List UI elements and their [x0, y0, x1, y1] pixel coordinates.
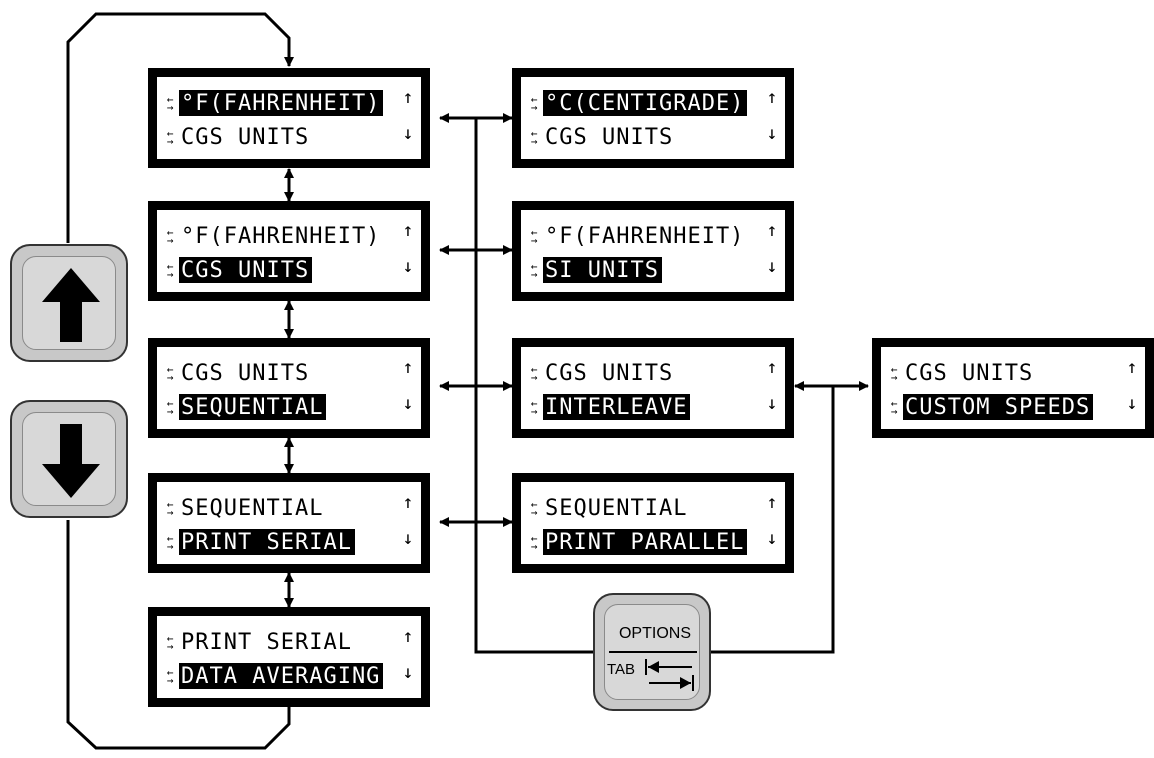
display-sequential: ←→ CGS UNITS ←→SEQUENTIAL ↑↓ — [148, 338, 430, 438]
scroll-arrows-icon: ↑↓ — [766, 357, 778, 414]
display-line-2: CUSTOM SPEEDS — [903, 394, 1094, 420]
selector-arrows-icon: ←→ — [166, 226, 174, 247]
display-line-1: CGS UNITS — [905, 361, 1034, 386]
scroll-arrows-icon: ↑↓ — [402, 492, 414, 549]
display-line-1: PRINT SERIAL — [181, 630, 352, 655]
display-line-2: CGS UNITS — [179, 257, 313, 283]
selector-arrows-icon: ←→ — [890, 397, 898, 418]
selector-arrows-icon: ←→ — [530, 93, 538, 114]
display-line-2: SEQUENTIAL — [179, 394, 327, 420]
display-data-averaging: ←→ PRINT SERIAL ←→DATA AVERAGING ↑↓ — [148, 607, 430, 707]
display-print-parallel: ←→ SEQUENTIAL ←→PRINT PARALLEL ↑↓ — [512, 473, 794, 573]
scroll-arrows-icon: ↑↓ — [766, 220, 778, 277]
scroll-arrows-icon: ↑↓ — [402, 87, 414, 144]
display-line-1: CGS UNITS — [181, 361, 310, 386]
selector-arrows-icon: ←→ — [166, 363, 174, 384]
tab-label: TAB — [607, 661, 636, 678]
scroll-arrows-icon: ↑↓ — [402, 357, 414, 414]
selector-arrows-icon: ←→ — [530, 127, 538, 148]
selector-arrows-icon: ←→ — [166, 260, 174, 281]
down-button[interactable] — [10, 400, 128, 518]
selector-arrows-icon: ←→ — [530, 532, 538, 553]
selector-arrows-icon: ←→ — [166, 632, 174, 653]
arrow-up-icon — [42, 268, 100, 342]
display-si-units: ←→ °F(FAHRENHEIT) ←→SI UNITS ↑↓ — [512, 201, 794, 301]
display-centigrade: ←→°C(CENTIGRADE) ←→ CGS UNITS ↑↓ — [512, 68, 794, 168]
selector-arrows-icon: ←→ — [530, 260, 538, 281]
options-tab-button[interactable]: OPTIONS TAB — [593, 593, 711, 711]
display-print-serial: ←→ SEQUENTIAL ←→PRINT SERIAL ↑↓ — [148, 473, 430, 573]
display-interleave: ←→ CGS UNITS ←→INTERLEAVE ↑↓ — [512, 338, 794, 438]
options-bus-right — [709, 386, 835, 654]
arrow-down-icon — [42, 424, 100, 498]
scroll-arrows-icon: ↑↓ — [402, 220, 414, 277]
options-bus-left — [474, 118, 595, 654]
scroll-arrows-icon: ↑↓ — [766, 492, 778, 549]
up-loop-line — [66, 12, 294, 243]
display-line-2: CGS UNITS — [545, 125, 674, 150]
display-line-2: PRINT PARALLEL — [543, 529, 748, 555]
display-line-1: °F(FAHRENHEIT) — [181, 224, 381, 249]
display-line-2: DATA AVERAGING — [179, 663, 384, 689]
selector-arrows-icon: ←→ — [166, 666, 174, 687]
selector-arrows-icon: ←→ — [166, 127, 174, 148]
tab-arrows-icon — [645, 659, 694, 691]
display-line-1: SEQUENTIAL — [545, 496, 688, 521]
selector-arrows-icon: ←→ — [530, 397, 538, 418]
selector-arrows-icon: ←→ — [166, 532, 174, 553]
display-line-2: CGS UNITS — [181, 125, 310, 150]
options-divider — [609, 651, 697, 653]
scroll-arrows-icon: ↑↓ — [402, 626, 414, 683]
display-line-1: SEQUENTIAL — [181, 496, 324, 521]
display-line-1: °F(FAHRENHEIT) — [545, 224, 745, 249]
selector-arrows-icon: ←→ — [166, 498, 174, 519]
display-line-1: CGS UNITS — [545, 361, 674, 386]
selector-arrows-icon: ←→ — [530, 226, 538, 247]
up-button[interactable] — [10, 244, 128, 362]
display-line-2: SI UNITS — [543, 257, 662, 283]
display-line-1: °C(CENTIGRADE) — [543, 90, 748, 116]
selector-arrows-icon: ←→ — [530, 498, 538, 519]
display-fahrenheit-top: ←→°F(FAHRENHEIT) ←→ CGS UNITS ↑↓ — [148, 68, 430, 168]
display-custom-speeds: ←→ CGS UNITS ←→CUSTOM SPEEDS ↑↓ — [872, 338, 1154, 438]
down-loop-line — [66, 520, 294, 750]
scroll-arrows-icon: ↑↓ — [766, 87, 778, 144]
display-cgs-units-selected: ←→ °F(FAHRENHEIT) ←→CGS UNITS ↑↓ — [148, 201, 430, 301]
options-label: OPTIONS — [618, 625, 691, 642]
selector-arrows-icon: ←→ — [166, 93, 174, 114]
selector-arrows-icon: ←→ — [166, 397, 174, 418]
display-line-1: °F(FAHRENHEIT) — [179, 90, 384, 116]
scroll-arrows-icon: ↑↓ — [1126, 357, 1138, 414]
selector-arrows-icon: ←→ — [890, 363, 898, 384]
display-line-2: PRINT SERIAL — [179, 529, 355, 555]
selector-arrows-icon: ←→ — [530, 363, 538, 384]
display-line-2: INTERLEAVE — [543, 394, 691, 420]
